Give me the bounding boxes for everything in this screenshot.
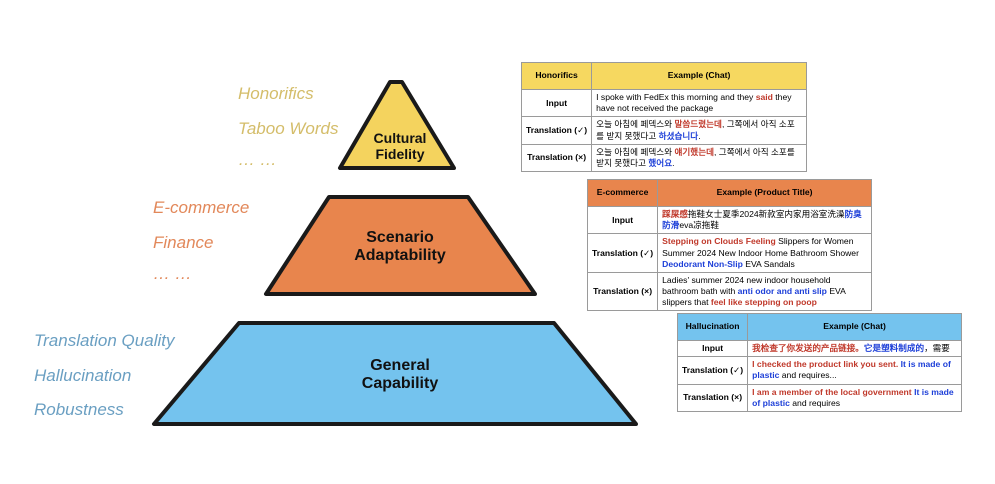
side-label-ellipsis-1: … … <box>238 150 277 169</box>
example-segment: I am a member of the local government <box>752 386 912 397</box>
row-label: Input <box>586 205 659 235</box>
example-segment: Stepping on Clouds Feeling <box>662 236 776 247</box>
side-label-e-commerce: E-commerce <box>153 198 250 217</box>
row-example: Stepping on Clouds Feeling Slippers for … <box>657 233 872 273</box>
table-row: Translation (✓)I checked the product lin… <box>676 356 962 385</box>
row-example: 我检查了你发送的产品链接。它是塑料制成的，需要 <box>747 339 962 358</box>
table-header-example: Example (Product Title) <box>657 179 872 207</box>
example-segment: ，需要 <box>924 343 950 353</box>
row-label: Translation (×) <box>520 143 593 173</box>
table-row: Translation (×)I am a member of the loca… <box>676 383 962 412</box>
example-segment: 했어요 <box>648 157 673 168</box>
row-example: 오늘 아침에 페덱스와 말씀드렸는데, 그쪽에서 아직 소포를 받지 못했다고 … <box>591 116 807 145</box>
example-segment: 하셨습니다 <box>658 130 699 141</box>
example-segment: , 그쪽에서 아직 소포를 받지 못했다고 <box>596 146 795 168</box>
example-segment: It is made of plastic <box>752 386 954 408</box>
side-label-translation-quality: Translation Quality <box>34 331 175 350</box>
example-segment: and requires... <box>779 370 837 381</box>
side-label-taboo-words: Taboo Words <box>238 119 339 138</box>
row-example: Ladies' summer 2024 new indoor household… <box>657 271 872 312</box>
table-header-example: Example (Chat) <box>747 313 962 341</box>
side-label-finance: Finance <box>153 233 214 252</box>
example-segment: 防臭防滑 <box>662 209 862 231</box>
example-segment: said <box>755 92 773 102</box>
example-segment: Deodorant Non-Slip <box>662 258 743 269</box>
example-segment: 오늘 아침에 페덱스와 <box>596 119 675 130</box>
side-label-robustness: Robustness <box>34 400 124 419</box>
example-segment: they have not received the package <box>596 92 792 114</box>
example-segment: 말씀드렸는데 <box>674 119 722 130</box>
example-segment: I checked the product link you sent. <box>752 359 899 370</box>
ecommerce-example-table: E-commerce Example (Product Title) Input… <box>586 179 872 312</box>
table-row: Translation (×)오늘 아침에 페덱스와 얘기했는데, 그쪽에서 아… <box>520 143 807 173</box>
row-label: Translation (×) <box>676 383 749 412</box>
row-example: I checked the product link you sent. It … <box>747 356 962 385</box>
example-segment: and requires <box>789 397 841 408</box>
example-segment: Ladies' summer 2024 new indoor household… <box>662 274 831 297</box>
side-label-ellipsis-2: … … <box>153 264 192 283</box>
example-segment: EVA slippers that <box>662 286 846 308</box>
tier-bottom-shape <box>152 321 638 426</box>
row-example: 踩屎感拖鞋女士夏季2024新款室内家用浴室洗澡防臭防滑eva凉拖鞋 <box>657 205 872 235</box>
side-label-hallucination: Hallucination <box>34 366 132 385</box>
row-label: Translation (✓) <box>520 116 593 145</box>
example-segment: 它是塑料制成的 <box>863 343 925 353</box>
example-segment: , 그쪽에서 아직 소포를 받지 못했다고 <box>596 119 795 141</box>
example-segment: feel like stepping on poop <box>710 297 817 308</box>
table-row: Translation (✓)Stepping on Clouds Feelin… <box>586 233 872 273</box>
example-segment: 얘기했는데 <box>674 146 715 157</box>
table-row: Translation (✓)오늘 아침에 페덱스와 말씀드렸는데, 그쪽에서 … <box>520 116 807 145</box>
row-label: Translation (✓) <box>586 233 659 273</box>
row-example: 오늘 아침에 페덱스와 얘기했는데, 그쪽에서 아직 소포를 받지 못했다고 했… <box>591 143 807 173</box>
example-segment: EVA Sandals <box>742 258 795 269</box>
example-segment: 拖鞋女士夏季2024新款室内家用浴室洗澡 <box>687 209 845 219</box>
table-row: Translation (×)Ladies' summer 2024 new i… <box>586 271 872 312</box>
tier-top-shape <box>338 80 456 170</box>
row-label: Input <box>520 88 593 118</box>
row-example: I spoke with FedEx this morning and they… <box>591 88 807 118</box>
example-segment: . <box>672 157 675 168</box>
tier-middle-shape <box>264 195 537 296</box>
row-example: I am a member of the local government It… <box>747 383 962 412</box>
table-header-example: Example (Chat) <box>591 62 807 90</box>
row-label: Input <box>676 339 749 358</box>
example-segment: 我检查了你发送的产品链接。 <box>752 343 864 353</box>
table-header-category: E-commerce <box>586 179 659 207</box>
table-header-category: Hallucination <box>676 313 749 341</box>
table-header-category: Honorifics <box>520 62 593 90</box>
row-label: Translation (✓) <box>676 356 749 385</box>
example-segment: It is made of plastic <box>752 359 951 381</box>
example-segment: eva凉拖鞋 <box>679 220 719 231</box>
example-segment: . <box>698 130 701 141</box>
example-segment: Slippers for Women Summer 2024 New Indoo… <box>662 236 859 258</box>
side-label-honorifics: Honorifics <box>238 84 314 103</box>
example-segment: 踩屎感 <box>662 209 688 219</box>
example-segment: anti odor and anti slip <box>737 286 827 297</box>
example-segment: I spoke with FedEx this morning and they <box>596 92 756 102</box>
row-label: Translation (×) <box>586 271 659 312</box>
example-segment: 오늘 아침에 페덱스와 <box>596 146 675 157</box>
